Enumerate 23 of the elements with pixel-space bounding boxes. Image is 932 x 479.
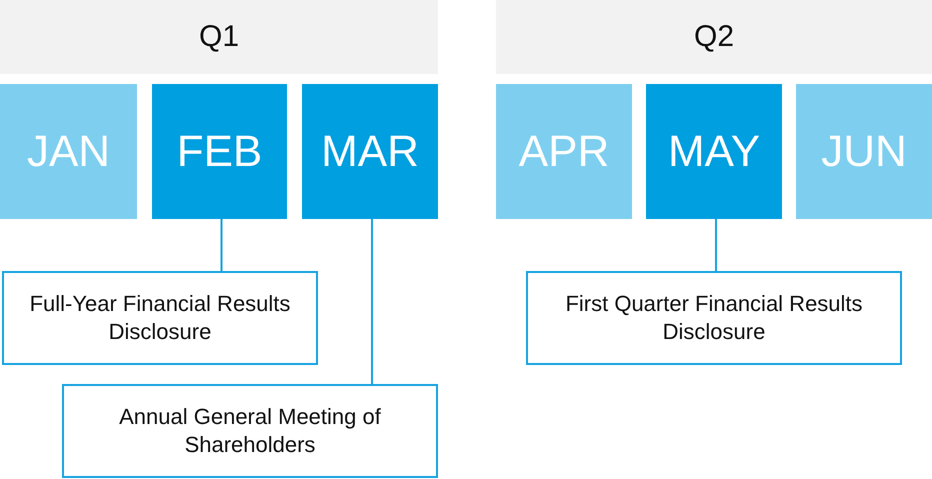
month-label: MAY xyxy=(668,126,760,176)
month-tile xyxy=(152,84,287,219)
quarter-label: Q2 xyxy=(694,20,734,54)
connector-line xyxy=(371,219,373,384)
event-text: First Quarter Financial Results Disclosure xyxy=(564,290,864,346)
connector-line xyxy=(220,219,222,271)
month-tile xyxy=(646,84,782,219)
month-label: JAN xyxy=(26,126,110,176)
month-tile xyxy=(796,84,932,219)
month-tile xyxy=(0,84,137,219)
event-box xyxy=(62,384,438,478)
connector-line xyxy=(715,219,717,271)
month-label: MAR xyxy=(321,126,419,176)
month-tile xyxy=(302,84,438,219)
month-label: FEB xyxy=(176,126,262,176)
month-tile xyxy=(496,84,632,219)
event-text: Full-Year Financial Results Disclosure xyxy=(28,290,292,346)
event-text: Annual General Meeting of Shareholders xyxy=(118,403,382,459)
quarter-label: Q1 xyxy=(198,20,240,54)
event-box xyxy=(2,271,318,365)
event-box xyxy=(526,271,902,365)
month-label: JUN xyxy=(821,126,907,176)
month-label: APR xyxy=(518,126,610,176)
